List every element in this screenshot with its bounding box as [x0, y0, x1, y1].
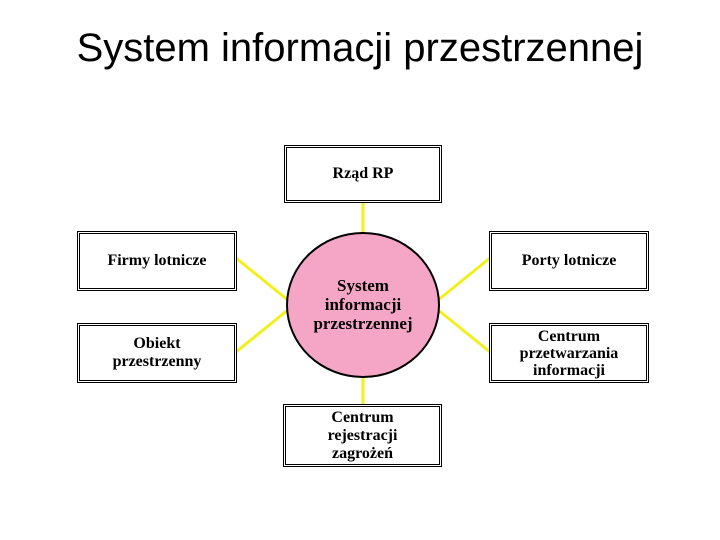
- center-node: System informacji przestrzennej: [286, 232, 440, 378]
- page-title: System informacji przestrzennej: [76, 26, 644, 70]
- node-centrum-rejestracji: Centrum rejestracji zagrożeń: [283, 404, 442, 467]
- node-porty-lotnicze: Porty lotnicze: [489, 231, 649, 291]
- connector-firmy: [235, 256, 295, 307]
- node-firmy-lotnicze: Firmy lotnicze: [77, 231, 237, 291]
- connector-obiekt: [235, 303, 295, 354]
- node-centrum-przetwarzania: Centrum przetwarzania informacji: [489, 323, 649, 383]
- connector-centrum-przetwarzania: [431, 303, 491, 354]
- node-rzad-rp: Rząd RP: [284, 145, 442, 203]
- connector-porty: [431, 256, 491, 307]
- node-obiekt-przestrzenny: Obiekt przestrzenny: [77, 323, 237, 383]
